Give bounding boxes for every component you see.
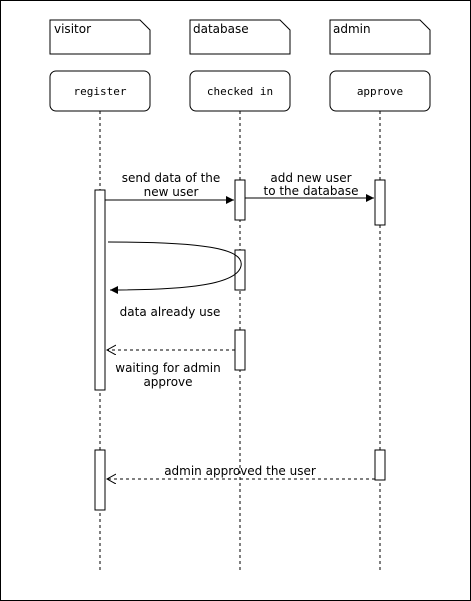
message-add-new-user: add new user to the database	[245, 171, 374, 202]
swimlane-database-label: database	[193, 22, 249, 36]
message-data-already-use-label: data already use	[120, 305, 221, 319]
activation-approve-2	[374, 449, 386, 481]
message-data-already-use: data already use	[107, 241, 242, 319]
message-admin-approved: admin approved the user	[107, 464, 375, 479]
message-waiting-for-admin-line1: waiting for admin	[115, 361, 221, 375]
message-data-already-use-arrow	[107, 241, 242, 294]
message-add-new-user-line2: to the database	[263, 184, 358, 198]
message-add-new-user-line1: add new user	[270, 171, 351, 185]
activation-register-1	[94, 189, 106, 391]
swimlane-database: database	[189, 19, 291, 55]
activation-approve-1	[374, 179, 386, 226]
activation-checked-in-1	[234, 179, 246, 221]
participant-checked-in-label: checked in	[207, 85, 273, 98]
participant-register: register	[49, 70, 151, 112]
swimlane-visitor-label: visitor	[54, 22, 91, 36]
message-send-data: send data of the new user	[105, 171, 234, 204]
message-waiting-for-admin-line2: approve	[143, 375, 192, 389]
activation-checked-in-2	[234, 249, 246, 291]
participant-approve: approve	[329, 70, 431, 112]
swimlane-admin-label: admin	[333, 22, 371, 36]
activation-checked-in-3	[234, 329, 246, 371]
message-send-data-line2: new user	[144, 185, 199, 199]
activation-register-2	[94, 449, 106, 511]
message-waiting-for-admin: waiting for admin approve	[107, 350, 235, 389]
participant-register-label: register	[74, 85, 127, 98]
message-admin-approved-label: admin approved the user	[164, 464, 316, 478]
swimlane-visitor: visitor	[49, 19, 151, 55]
participant-approve-label: approve	[357, 85, 403, 98]
participant-checked-in: checked in	[189, 70, 291, 112]
message-send-data-line1: send data of the	[122, 171, 221, 185]
swimlane-admin: admin	[329, 19, 431, 55]
